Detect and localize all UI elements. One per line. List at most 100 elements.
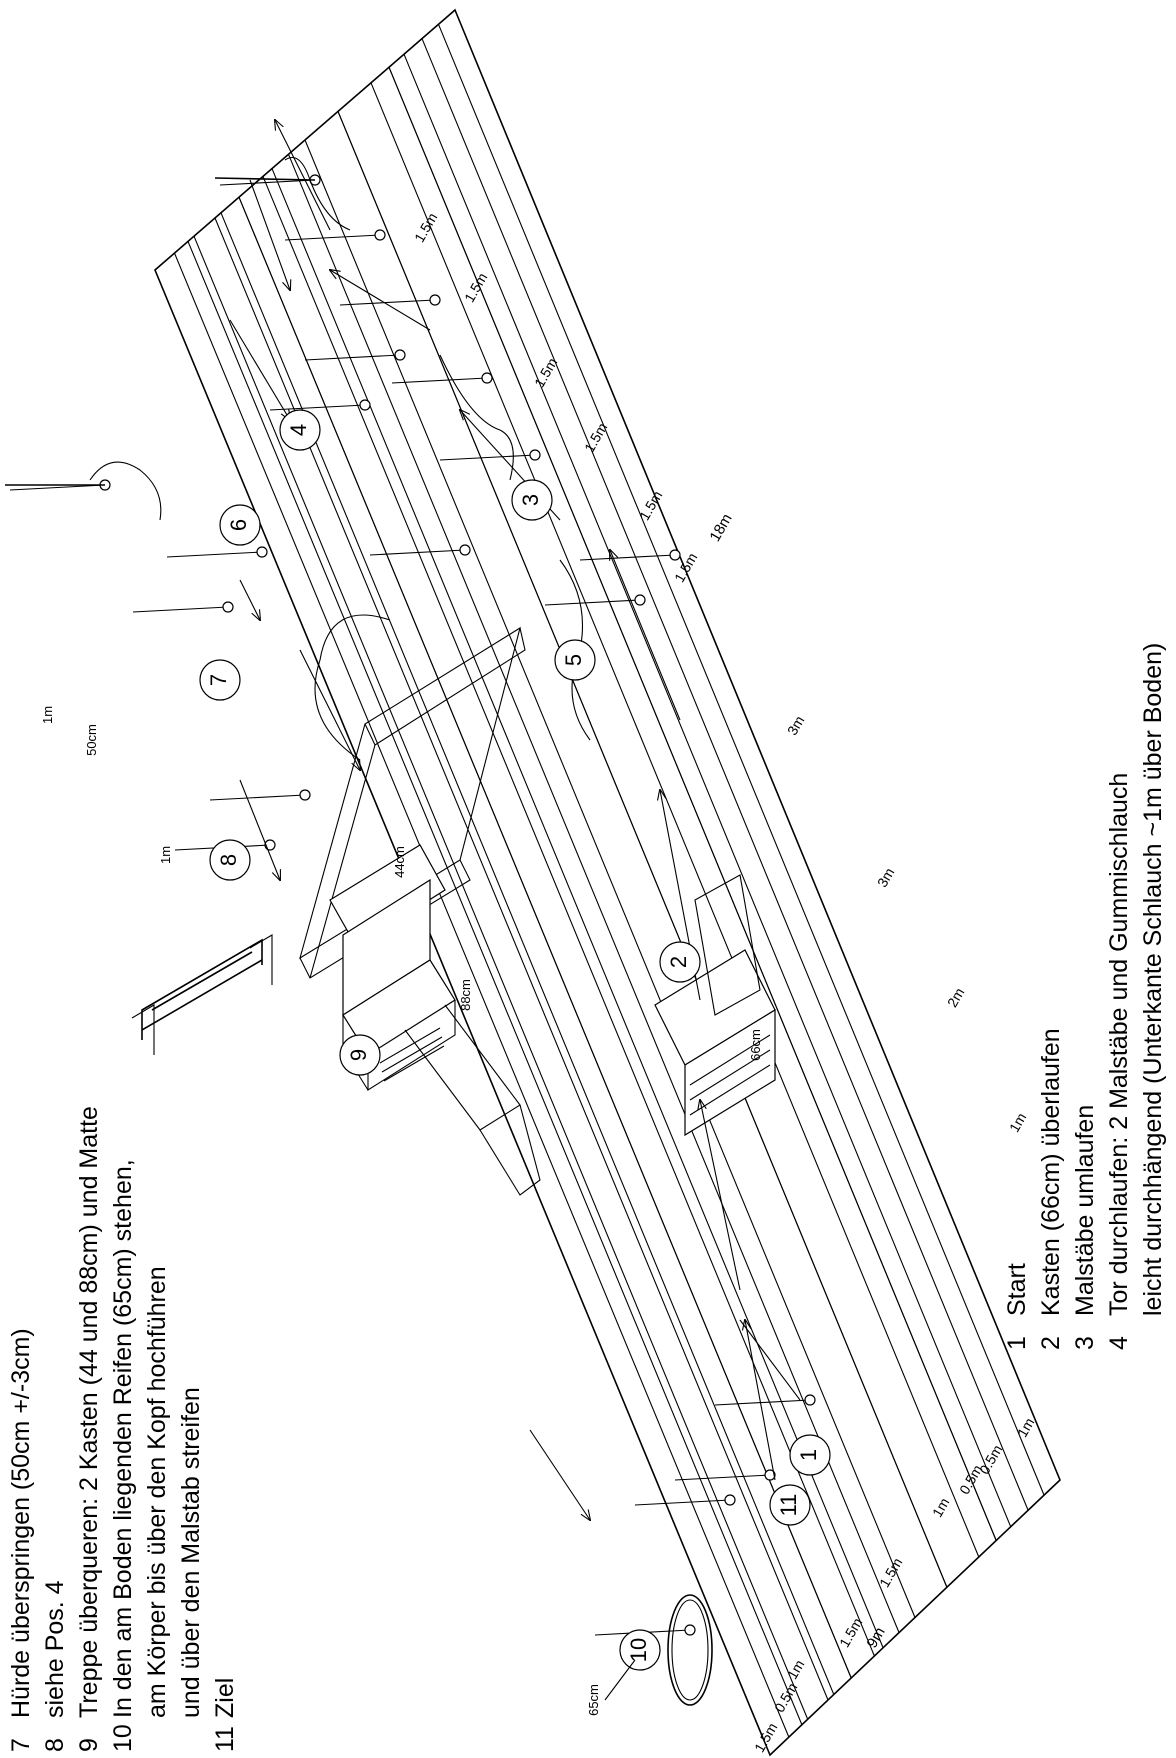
dimension-label: 0.5m bbox=[976, 1442, 1005, 1477]
dimension-label: 1m bbox=[784, 1657, 808, 1682]
station-circle bbox=[219, 504, 261, 546]
station-circle bbox=[554, 639, 596, 681]
floor-outline bbox=[154, 8, 1061, 1757]
pole bbox=[209, 794, 306, 801]
grid-line bbox=[421, 38, 1029, 1511]
pole-base bbox=[394, 349, 406, 361]
pole-base bbox=[374, 229, 386, 241]
pole bbox=[544, 599, 641, 606]
station-label: 6 bbox=[226, 519, 251, 531]
pole-base bbox=[481, 372, 493, 384]
pole bbox=[214, 177, 316, 181]
station-label: 9 bbox=[346, 1049, 371, 1061]
height-hurdle: 50cm bbox=[84, 724, 99, 756]
pole bbox=[284, 234, 381, 241]
station-circle bbox=[199, 659, 241, 701]
dimension-label: 1m bbox=[929, 1495, 953, 1520]
dimension-label: 1m bbox=[1014, 1415, 1038, 1440]
dimension-label: 3m bbox=[874, 865, 898, 890]
pole-base bbox=[359, 399, 371, 411]
pole-base bbox=[669, 549, 681, 561]
pole bbox=[579, 554, 676, 561]
station-label: 7 bbox=[206, 674, 231, 686]
grid-line bbox=[287, 154, 900, 1633]
station-markers: 1 2 3 4 5 6 7 8 9 10 11 bbox=[199, 409, 831, 1671]
pole-base bbox=[634, 594, 646, 606]
station-circle bbox=[511, 479, 553, 521]
grid-line bbox=[214, 217, 829, 1701]
station-label: 2 bbox=[666, 956, 691, 968]
dimension-label: 2m bbox=[944, 985, 968, 1010]
height-hoop: 65cm bbox=[586, 1684, 601, 1716]
leader-line bbox=[604, 1659, 636, 1701]
station-label: 3 bbox=[518, 494, 543, 506]
stairs-9 bbox=[329, 844, 541, 1196]
pole-base bbox=[724, 1494, 736, 1506]
pole bbox=[166, 551, 263, 558]
height-gate-8: 1m bbox=[158, 846, 173, 864]
grid-line bbox=[370, 82, 980, 1558]
grid-line bbox=[238, 196, 852, 1679]
station-label: 8 bbox=[216, 854, 241, 866]
floor-grid bbox=[154, 8, 1061, 1757]
station-label: 10 bbox=[626, 1638, 651, 1662]
station-circle bbox=[339, 1034, 381, 1076]
grid-line bbox=[220, 212, 835, 1695]
hoop-10 bbox=[667, 1594, 713, 1706]
pole bbox=[132, 606, 229, 613]
pole-base bbox=[684, 1624, 696, 1636]
grid-line bbox=[173, 252, 790, 1738]
dimension-label: 1m bbox=[1006, 1110, 1030, 1135]
pole bbox=[439, 454, 536, 461]
pole-base bbox=[764, 1469, 776, 1481]
pole bbox=[9, 484, 106, 491]
station-circle bbox=[209, 839, 251, 881]
pole bbox=[369, 549, 466, 556]
grid-line bbox=[403, 53, 1012, 1527]
pole bbox=[269, 404, 366, 411]
grid-line bbox=[388, 66, 997, 1541]
pole bbox=[714, 1399, 811, 1406]
hurdle-7 bbox=[131, 934, 273, 1055]
dimension-label: 1.5m bbox=[636, 488, 665, 523]
grid-line bbox=[304, 139, 916, 1618]
pole bbox=[304, 354, 401, 361]
station-circle bbox=[769, 1484, 811, 1526]
pole-base bbox=[804, 1394, 816, 1406]
pole bbox=[219, 179, 316, 186]
grid-line bbox=[193, 235, 809, 1720]
station-label: 11 bbox=[776, 1494, 801, 1517]
grid-line bbox=[337, 111, 948, 1588]
pole-base bbox=[529, 449, 541, 461]
pole bbox=[391, 377, 488, 384]
grid-line bbox=[437, 24, 1045, 1496]
station-label: 4 bbox=[286, 424, 311, 436]
marker-poles bbox=[5, 174, 816, 1636]
dimension-total: 18m bbox=[706, 511, 735, 545]
station-circle bbox=[619, 1629, 661, 1671]
pole-base bbox=[429, 294, 441, 306]
hoop-10-inner bbox=[671, 1599, 709, 1701]
dimension-label: 3m bbox=[784, 713, 808, 738]
dimension-label: 1.5m bbox=[836, 1615, 865, 1650]
height-stair-low: 44cm bbox=[392, 846, 407, 878]
height-stair-high: 88cm bbox=[458, 979, 473, 1011]
station-circle bbox=[659, 941, 701, 983]
box-2 bbox=[654, 874, 776, 1137]
pole bbox=[634, 1499, 731, 1506]
route-line bbox=[89, 120, 801, 1520]
station-circle bbox=[789, 1434, 831, 1476]
pole-base bbox=[459, 544, 471, 556]
pole-base bbox=[222, 601, 234, 613]
dimension-label: 1.5m bbox=[581, 420, 610, 455]
station-label: 1 bbox=[796, 1449, 821, 1461]
station-circle bbox=[279, 409, 321, 451]
height-box-2: 66cm bbox=[748, 1029, 763, 1061]
dimension-label: 1.5m bbox=[531, 355, 560, 390]
pole-base bbox=[299, 789, 311, 801]
dimension-label: 1.5m bbox=[461, 270, 490, 305]
station-label: 5 bbox=[561, 654, 586, 666]
pole bbox=[674, 1474, 771, 1481]
height-gate-7: 1m bbox=[40, 706, 55, 724]
